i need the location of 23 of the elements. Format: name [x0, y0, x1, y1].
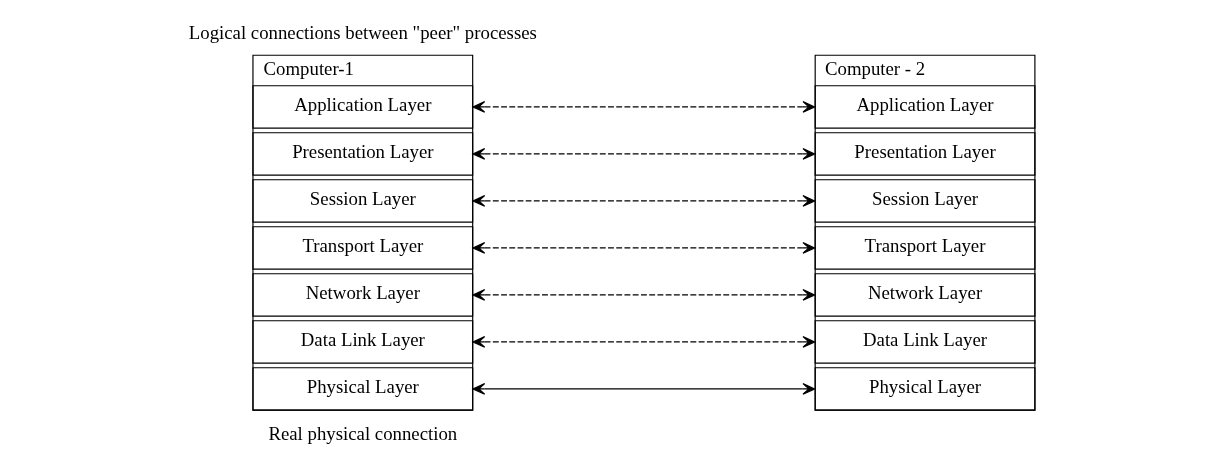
node-box: Session Layer: [252, 179, 474, 223]
node-box: Data Link Layer: [814, 320, 1036, 364]
arrow: [472, 242, 816, 254]
arrow: [472, 148, 816, 160]
node-box: Session Layer: [814, 179, 1036, 223]
node-box: Transport Layer: [252, 226, 474, 270]
arrow: [472, 195, 816, 207]
node-box: Application Layer: [252, 85, 474, 129]
label: Logical connections between "peer" processes: [188, 21, 537, 43]
label: Real physical connection: [268, 423, 458, 445]
node-box: Application Layer: [814, 85, 1036, 129]
node-box: Physical Layer: [252, 367, 474, 411]
node-box: Presentation Layer: [252, 132, 474, 176]
node-box: Network Layer: [252, 273, 474, 317]
node-box: Presentation Layer: [814, 132, 1036, 176]
arrow: [472, 336, 816, 348]
node-box: Physical Layer: [814, 367, 1036, 411]
arrow: [472, 383, 816, 395]
arrow: [472, 289, 816, 301]
node-box: Transport Layer: [814, 226, 1036, 270]
arrow: [472, 101, 816, 113]
node-box: Network Layer: [814, 273, 1036, 317]
node-box: Data Link Layer: [252, 320, 474, 364]
